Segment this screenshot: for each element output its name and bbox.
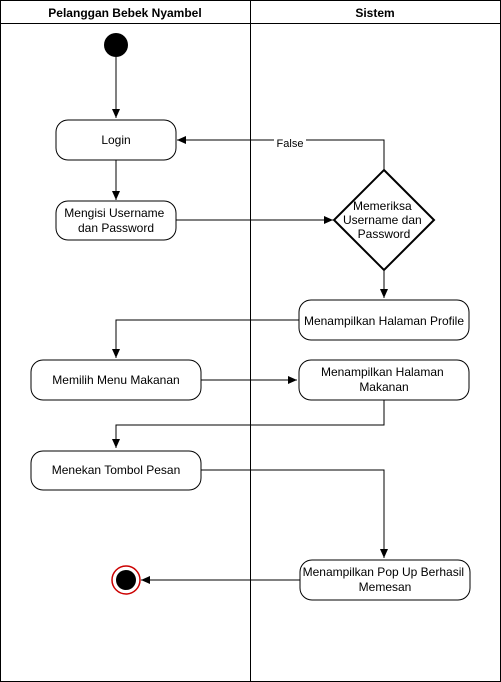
decision-diamond [332,168,436,272]
check-credentials-line-3: Password [358,227,411,241]
edge-order-to-popup [200,469,388,558]
fill-credentials-line-2: dan Password [78,221,154,235]
lane-title-customer: Pelanggan Bebek Nyambel [48,6,201,20]
login-activity: Login [55,119,177,161]
show-popup-line-2: Memesan [359,580,412,594]
edge-profile-to-menu [112,319,299,358]
edge-check-false-to-login [177,136,385,170]
edge-menu-page-to-order [112,400,385,448]
press-order-line-1: Menekan Tombol Pesan [52,463,181,477]
show-profile-label: Menampilkan Halaman Profile [304,314,464,328]
show-profile-activity: Menampilkan Halaman Profile [298,299,470,341]
lane-title-system: Sistem [355,6,394,20]
fill-credentials-box [55,200,177,241]
show-menu-page-activity: Menampilkan Halaman Makanan [298,359,470,401]
edges [112,57,388,584]
press-order-activity: Menekan Tombol Pesan [30,450,202,491]
press-order-box [30,450,202,491]
show-popup-activity: Menampilkan Pop Up Berhasil Memesan [299,559,471,601]
check-credentials-line-1: Memeriksa [353,199,412,213]
check-credentials-line-2: Username dan [343,213,422,227]
fill-credentials-line-1: Mengisi Username [64,206,164,220]
check-credentials-label: Memeriksa Username dan Password [343,199,425,241]
final-node [111,565,141,595]
fill-credentials-label: Mengisi Username dan Password [64,206,167,235]
choose-menu-box [30,359,202,401]
show-popup-box [299,559,471,601]
edge-label-background [274,136,306,149]
choose-menu-line-1: Memilih Menu Makanan [52,373,179,387]
show-menu-page-label: Menampilkan Halaman Makanan [321,365,447,394]
press-order-label: Menekan Tombol Pesan [52,463,181,477]
login-box [55,119,177,161]
show-popup-label: Menampilkan Pop Up Berhasil Memesan [303,565,468,594]
final-node-dot [116,570,136,590]
show-profile-box [298,299,470,341]
fill-credentials-activity: Mengisi Username dan Password [55,200,177,241]
login-label: Login [101,133,130,147]
show-menu-page-line-2: Makanan [359,380,408,394]
show-menu-page-box [298,359,470,401]
choose-menu-label: Memilih Menu Makanan [52,373,179,387]
show-popup-line-1: Menampilkan Pop Up Berhasil [303,565,464,579]
show-menu-page-line-1: Menampilkan Halaman [321,365,444,379]
false-label: False [277,138,304,150]
start-node [104,33,128,57]
show-profile-line-1: Menampilkan Halaman Profile [304,314,464,328]
choose-menu-activity: Memilih Menu Makanan [30,359,202,401]
check-credentials-decision: Memeriksa Username dan Password [332,168,436,272]
